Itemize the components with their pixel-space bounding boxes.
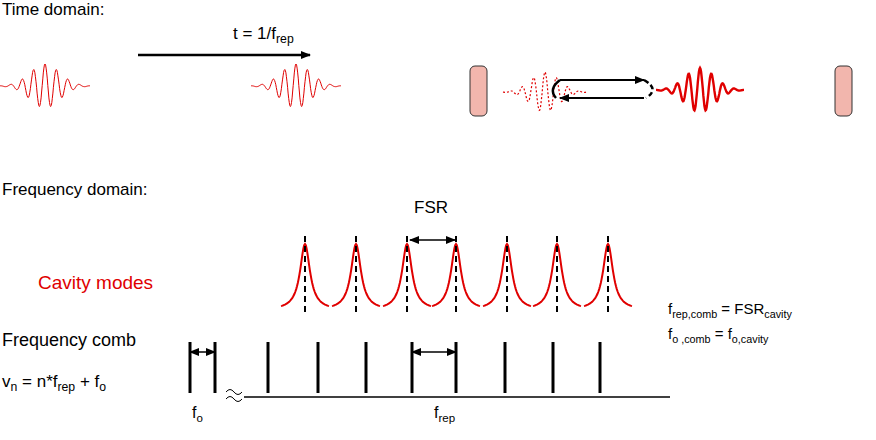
frequency-comb: [190, 342, 600, 393]
round-trip-arrow: [553, 80, 560, 98]
mirror: [470, 66, 487, 116]
subscript: rep: [276, 32, 294, 46]
label: Frequency comb: [2, 330, 136, 350]
mode-center: [304, 236, 306, 312]
comb-tooth: [189, 342, 192, 393]
time-arrow: [138, 54, 310, 57]
label: f: [668, 300, 672, 317]
label: f: [192, 404, 196, 421]
comb-tooth: [267, 342, 270, 393]
subscript: n: [11, 380, 18, 394]
comb-tooth: [214, 342, 217, 393]
subscript: o: [196, 412, 202, 424]
comb-tooth: [599, 342, 602, 393]
mirror: [835, 66, 852, 116]
text-line: fo: [192, 404, 203, 425]
cavity-modes: [281, 236, 632, 312]
label: v: [2, 372, 11, 391]
comb-tooth: [455, 342, 458, 393]
comb-tooth: [365, 342, 368, 393]
text-line: t = 1/frep: [233, 24, 294, 46]
comb-tooth: [317, 342, 320, 393]
subscript: o: [99, 380, 106, 394]
round-trip-arrow: [560, 97, 644, 99]
subscript: o ,comb: [672, 333, 710, 345]
text-line: FSR: [414, 198, 448, 218]
pulse: [656, 68, 744, 110]
text-line: Frequency domain:: [2, 180, 148, 200]
mode-center: [355, 236, 357, 312]
label: = FSR: [717, 300, 764, 317]
text-line: Time domain:: [2, 0, 104, 20]
fo-arrow: [190, 351, 215, 353]
fsr-arrow: [410, 239, 455, 241]
label: Cavity modes: [38, 272, 153, 293]
mode-center: [455, 236, 457, 312]
label: t = 1/f: [233, 24, 276, 43]
pulse: [251, 64, 341, 107]
label: = f: [711, 325, 732, 342]
label: Time domain:: [2, 0, 104, 19]
mode-center: [506, 236, 508, 312]
text-line: frep,comb = FSRcavity: [668, 300, 792, 320]
text-line: Cavity modes: [38, 272, 153, 294]
subscript: cavity: [764, 308, 792, 320]
pulse: [503, 72, 587, 110]
text-line: vn = n*frep + fo: [2, 372, 106, 394]
subscript: rep,comb: [672, 308, 717, 320]
label: = n*f: [17, 372, 57, 391]
subscript: o,cavity: [732, 333, 769, 345]
subscript: rep: [438, 412, 455, 424]
label: FSR: [414, 198, 448, 217]
round-trip-arrow: [560, 79, 644, 81]
axis: [244, 396, 670, 398]
pulse: [0, 64, 90, 107]
label: Frequency domain:: [2, 180, 148, 199]
mode-center: [556, 236, 558, 312]
comb-tooth: [504, 342, 507, 393]
pulses: [0, 64, 744, 110]
frep-arrow: [412, 351, 456, 353]
axis-break: [226, 390, 242, 402]
text-line: fo ,comb = fo,cavity: [668, 325, 768, 345]
text-line: frep: [434, 404, 455, 425]
subscript: rep: [57, 380, 75, 394]
label: f: [668, 325, 672, 342]
comb-tooth: [411, 342, 414, 393]
label: f: [434, 404, 438, 421]
mode-center: [406, 236, 408, 312]
label: + f: [75, 372, 99, 391]
comb-tooth: [552, 342, 555, 393]
mode-center: [607, 236, 609, 312]
text-line: Frequency comb: [2, 330, 136, 351]
round-trip-arrow: [644, 80, 653, 98]
